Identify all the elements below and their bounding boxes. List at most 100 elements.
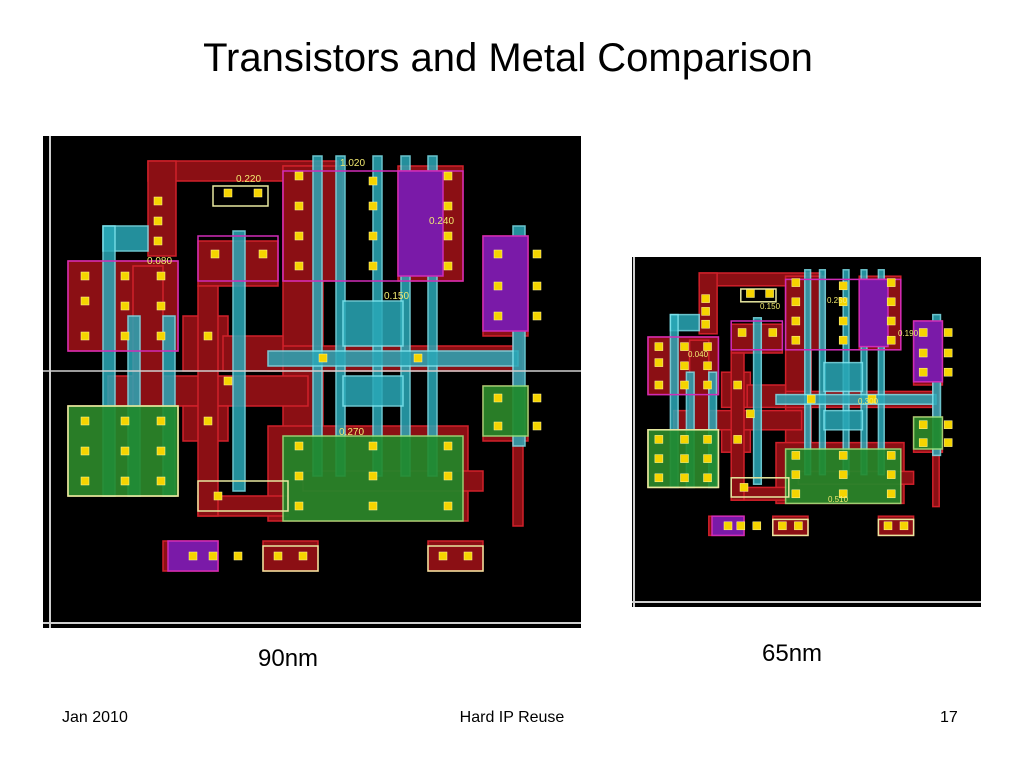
contact-via [153, 216, 163, 226]
contact-via [203, 331, 213, 341]
contact-via [294, 441, 304, 451]
contact-via [156, 271, 166, 281]
box-shape [647, 429, 720, 489]
contact-via [203, 416, 213, 426]
contact-via [463, 551, 473, 561]
contact-via [210, 249, 220, 259]
contact-via [943, 420, 953, 429]
contact-via [294, 231, 304, 241]
contact-via [368, 471, 378, 481]
contact-via [532, 249, 542, 259]
contact-via [80, 476, 90, 486]
contact-via [438, 551, 448, 561]
contact-via [156, 331, 166, 341]
contact-via [791, 297, 801, 307]
dim-label: 0.300 [858, 397, 879, 406]
contact-via [806, 394, 816, 404]
contact-via [918, 438, 928, 447]
contact-via [723, 521, 733, 531]
contact-via [294, 501, 304, 511]
contact-via [368, 501, 378, 511]
contact-via [120, 271, 130, 281]
poly-shape [804, 269, 812, 476]
contact-via [883, 521, 893, 531]
contact-via [703, 342, 712, 351]
layout-image-90nm: 1.020 0.220 0.240 0.080 0.150 0.270 [43, 136, 581, 628]
contact-via [838, 489, 848, 499]
contact-via [443, 471, 453, 481]
purple-shape [397, 170, 444, 277]
contact-via [733, 380, 742, 390]
contact-via [739, 483, 749, 492]
poly-shape [342, 375, 404, 407]
dimension-labels-65nm: 0.150 0.250 0.190 0.040 0.300 0.510 [688, 296, 919, 504]
contact-via [120, 416, 130, 426]
contact-via [80, 331, 90, 341]
contact-via [80, 271, 90, 281]
footer-page-number: 17 [940, 709, 958, 726]
dim-label: 0.250 [827, 296, 848, 305]
contact-via [223, 376, 233, 386]
contact-via [768, 328, 778, 337]
contact-via [765, 289, 774, 298]
contact-via [443, 231, 453, 241]
poly-shape [267, 350, 519, 367]
contact-via [120, 446, 130, 456]
contact-via [443, 441, 453, 451]
contact-via [223, 188, 233, 198]
well-shape [784, 278, 902, 351]
contact-via [943, 367, 953, 377]
contact-via [368, 441, 378, 451]
metal-shape [730, 352, 745, 501]
contact-via [532, 421, 542, 431]
box-shape [67, 405, 179, 497]
contact-via [493, 249, 503, 259]
poly-shape [232, 230, 246, 492]
contact-via [680, 454, 689, 463]
contact-via [532, 311, 542, 321]
contact-via [886, 278, 896, 287]
contact-via [208, 551, 218, 561]
dimension-labels-90nm: 1.020 0.220 0.240 0.080 0.150 0.270 [147, 158, 454, 438]
contact-via [918, 420, 928, 429]
dim-label: 0.270 [339, 427, 364, 438]
contact-via [886, 316, 896, 326]
box-shape [730, 477, 790, 498]
well-shape [67, 260, 179, 352]
contact-via [886, 451, 896, 460]
contact-via [654, 342, 664, 351]
contact-via [791, 489, 801, 499]
contact-via [703, 473, 712, 483]
contact-via [701, 319, 710, 329]
contact-via [120, 331, 130, 341]
contact-via [703, 380, 712, 390]
box-shape [877, 518, 915, 537]
purple-shape [482, 235, 529, 332]
slide-title: Transistors and Metal Comparison [203, 36, 813, 80]
well-shape [282, 170, 464, 282]
contact-via [493, 421, 503, 431]
contact-via [680, 380, 689, 390]
contact-via [918, 348, 928, 358]
contact-via [120, 476, 130, 486]
panel-bottom-band [632, 607, 981, 622]
contact-via [752, 521, 762, 531]
contact-via [791, 451, 801, 460]
dim-label: 0.080 [147, 256, 172, 267]
contact-via [918, 367, 928, 377]
contact-via [493, 281, 503, 291]
contact-via [493, 311, 503, 321]
contact-via [368, 201, 378, 211]
contact-via [654, 435, 664, 444]
contact-via [733, 435, 742, 444]
box-shape [772, 518, 809, 537]
contact-via [493, 393, 503, 403]
contact-via [791, 316, 801, 326]
contact-via [188, 551, 198, 561]
metal-shape [197, 285, 219, 517]
contact-via [886, 489, 896, 499]
contact-via [943, 438, 953, 447]
contact-via [368, 231, 378, 241]
contact-via [654, 380, 664, 390]
purple-shape [912, 320, 944, 383]
